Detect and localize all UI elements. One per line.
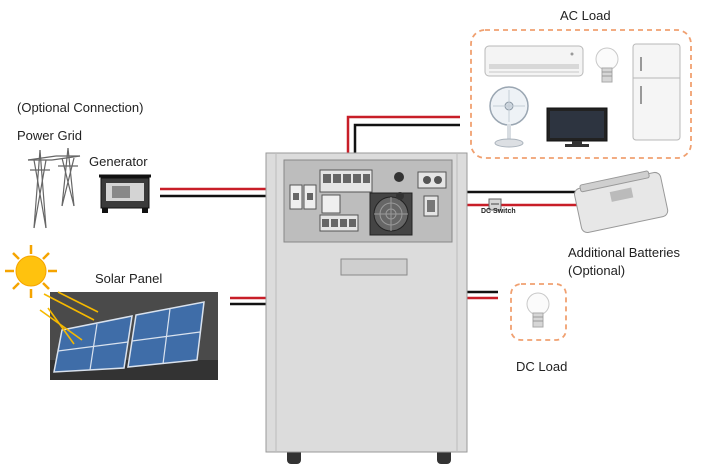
fan-icon bbox=[489, 86, 529, 148]
sun-icon bbox=[5, 245, 57, 298]
light-bulb-icon bbox=[526, 292, 550, 328]
dc-switch-label: DC Switch bbox=[481, 208, 516, 215]
ac-load-box bbox=[470, 29, 692, 159]
battery-icon bbox=[574, 170, 669, 234]
refrigerator-icon bbox=[632, 43, 681, 141]
power-grid-label: Power Grid bbox=[17, 128, 83, 143]
air-conditioner-icon bbox=[484, 45, 584, 77]
generator-icon bbox=[99, 174, 151, 213]
tv-icon bbox=[546, 107, 608, 147]
dc-load-box bbox=[510, 283, 567, 341]
optional-connection-label: (Optional Connection) bbox=[17, 100, 144, 115]
additional-batteries-optional-label: (Optional) bbox=[568, 263, 626, 278]
inverter-cabinet-icon bbox=[265, 152, 468, 464]
additional-batteries-label: Additional Batteries bbox=[568, 245, 681, 260]
dc-load-label: DC Load bbox=[516, 359, 568, 374]
solar-panel-label: Solar Panel bbox=[95, 271, 163, 286]
dc-switch-icon bbox=[488, 198, 502, 211]
solar-panel-icon bbox=[39, 291, 218, 380]
ac-load-label: AC Load bbox=[560, 8, 611, 23]
light-bulb-icon bbox=[595, 47, 619, 83]
power-tower-icon bbox=[27, 147, 81, 229]
generator-label: Generator bbox=[89, 154, 148, 169]
